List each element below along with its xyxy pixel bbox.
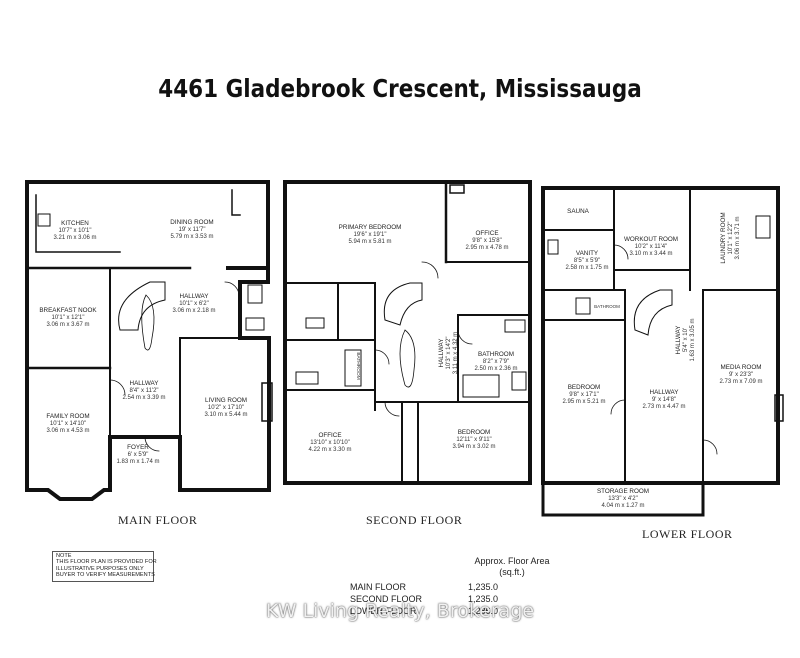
- room-dim-imperial: 10'3" x 14'2": [446, 337, 452, 370]
- room-dim-metric: 2.95 m x 4.78 m: [465, 245, 508, 251]
- note-line: BUYER TO VERIFY MEASUREMENTS: [56, 572, 155, 579]
- lower-floor-labels: SAUNA VANITY 8'5" x 5'9" 2.58 m x 1.75 m…: [562, 208, 762, 509]
- room-dim-imperial: 12'11" x 9'11": [456, 437, 491, 443]
- room-name: BREAKFAST NOOK: [39, 307, 97, 314]
- room-dim-imperial: 10'1" x 14'10": [50, 421, 86, 427]
- room-name: SAUNA: [567, 208, 589, 215]
- room-name: WORKOUT ROOM: [624, 236, 678, 243]
- room-dim-metric: 3.21 m x 3.06 m: [53, 235, 96, 241]
- room-name: KITCHEN: [61, 220, 89, 227]
- room-dim-imperial: 19'6" x 19'1": [354, 232, 387, 238]
- room-name: OFFICE: [318, 432, 341, 439]
- room-name: OFFICE: [475, 230, 498, 237]
- area-heading-unit: (sq.ft.): [499, 567, 525, 577]
- room-name: HALLWAY: [438, 338, 445, 368]
- room-dim-metric: 2.95 m x 5.21 m: [562, 399, 605, 405]
- lower-floor-walls: [541, 186, 784, 517]
- room-dim-imperial: 8'5" x 5'9": [574, 258, 600, 264]
- room-name: LAUNDRY ROOM: [720, 212, 727, 263]
- second-floor-caption: SECOND FLOOR: [366, 513, 463, 527]
- room-name: HALLWAY: [675, 325, 682, 355]
- room-dim-imperial: 8'2" x 7'9": [483, 359, 509, 365]
- area-row-value: 1,235.0: [468, 582, 499, 592]
- room-dim-metric: 3.06 m x 2.18 m: [172, 308, 215, 314]
- room-dim-metric: 2.73 m x 7.09 m: [719, 379, 762, 385]
- room-dim-imperial: 9'8" x 15'8": [472, 238, 502, 244]
- room-dim-metric: 2.54 m x 3.39 m: [122, 395, 165, 401]
- room-dim-imperial: 10'1" x 12'2": [728, 222, 734, 255]
- area-row-label: LOWER FLOOR: [350, 606, 417, 616]
- area-row-value: 1,235.0: [468, 594, 499, 604]
- note-line: ILLUSTRATIVE PURPOSES ONLY: [56, 565, 144, 572]
- room-name: BEDROOM: [458, 429, 491, 436]
- room-name: MEDIA ROOM: [721, 364, 762, 371]
- second-floor-labels: PRIMARY BEDROOM 19'6" x 19'1" 5.94 m x 5…: [308, 224, 517, 453]
- room-name: VANITY: [576, 250, 599, 257]
- room-name: HALLWAY: [130, 380, 160, 387]
- room-name: FOYER: [127, 444, 149, 451]
- room-dim-imperial: 10'1" x 12'1": [52, 315, 85, 321]
- room-name: STORAGE ROOM: [597, 488, 649, 495]
- room-dim-metric: 4.22 m x 3.30 m: [308, 447, 351, 453]
- room-dim-metric: 3.06 m x 4.53 m: [46, 428, 89, 434]
- room-name: DINING ROOM: [170, 219, 213, 226]
- room-name: HALLWAY: [180, 293, 210, 300]
- room-dim-imperial: 6' x 5'9": [128, 452, 149, 458]
- room-dim-metric: 3.94 m x 3.02 m: [452, 444, 495, 450]
- room-name: HALLWAY: [650, 389, 680, 396]
- note-line: THIS FLOOR PLAN IS PROVIDED FOR: [56, 559, 157, 566]
- main-floor-caption: MAIN FLOOR: [118, 513, 198, 527]
- room-dim-metric: 3.10 m x 5.44 m: [204, 412, 247, 418]
- room-name: BATHROOM: [355, 352, 361, 379]
- room-name: BEDROOM: [568, 384, 601, 391]
- room-dim-imperial: 10'7" x 10'1": [59, 228, 92, 234]
- room-dim-metric: 2.58 m x 1.75 m: [565, 265, 608, 271]
- area-row-label: SECOND FLOOR: [350, 594, 423, 604]
- area-heading: Approx. Floor Area (sq.ft.): [452, 556, 572, 578]
- lower-floor-caption: LOWER FLOOR: [642, 527, 733, 541]
- area-row-label: MAIN FLOOR: [350, 582, 407, 592]
- room-dim-metric: 3.06 m x 3.67 m: [46, 322, 89, 328]
- room-dim-metric: 1.83 m x 1.74 m: [116, 459, 159, 465]
- page-title: 4461 Gladebrook Crescent, Mississauga: [158, 74, 642, 103]
- area-row-value: 1,286.0: [468, 606, 499, 616]
- main-floor-labels: KITCHEN 10'7" x 10'1" 3.21 m x 3.06 m DI…: [39, 219, 247, 465]
- room-dim-metric: 5.94 m x 5.81 m: [348, 239, 391, 245]
- main-floor-walls: [25, 180, 273, 501]
- room-dim-imperial: 10'2" x 17'10": [208, 405, 244, 411]
- room-dim-metric: 3.10 m x 3.44 m: [629, 251, 672, 257]
- note-heading: NOTE: [56, 553, 72, 559]
- room-dim-metric: 2.73 m x 4.47 m: [642, 404, 685, 410]
- room-dim-imperial: 13'10" x 10'10": [310, 440, 350, 446]
- disclaimer-note: NOTE THIS FLOOR PLAN IS PROVIDED FOR ILL…: [52, 551, 157, 582]
- room-dim-metric: 5.79 m x 3.53 m: [170, 234, 213, 240]
- room-dim-imperial: 10'1" x 6'2": [179, 301, 209, 307]
- room-dim-imperial: 9'8" x 17'1": [569, 392, 599, 398]
- second-floor-walls: [283, 180, 532, 485]
- room-dim-metric: 3.06 m x 3.71 m: [735, 216, 741, 259]
- room-dim-imperial: 9' x 23'3": [729, 372, 753, 378]
- room-dim-imperial: 10'2" x 11'4": [635, 244, 667, 250]
- room-dim-metric: 1.63 m x 3.05 m: [690, 318, 696, 361]
- room-dim-imperial: 8'4" x 11'2": [129, 388, 158, 394]
- room-dim-imperial: 19' x 11'7": [179, 227, 206, 233]
- room-name: BATHROOM: [594, 304, 620, 309]
- room-dim-imperial: 13'3" x 4'2": [608, 496, 638, 502]
- room-dim-metric: 2.50 m x 2.36 m: [474, 366, 517, 372]
- room-dim-imperial: 5'4" x 10': [683, 328, 689, 352]
- room-name: FAMILY ROOM: [46, 413, 89, 420]
- room-name: PRIMARY BEDROOM: [339, 224, 402, 231]
- room-dim-metric: 4.04 m x 1.27 m: [601, 503, 644, 509]
- room-name: LIVING ROOM: [205, 397, 247, 404]
- area-heading-title: Approx. Floor Area: [474, 556, 550, 566]
- room-dim-metric: 3.11 m x 4.32 m: [453, 332, 459, 375]
- brokerage-watermark: KW Living Realty, Brokerage: [265, 600, 535, 622]
- room-dim-imperial: 9' x 14'8": [652, 397, 676, 403]
- room-name: BATHROOM: [478, 351, 514, 358]
